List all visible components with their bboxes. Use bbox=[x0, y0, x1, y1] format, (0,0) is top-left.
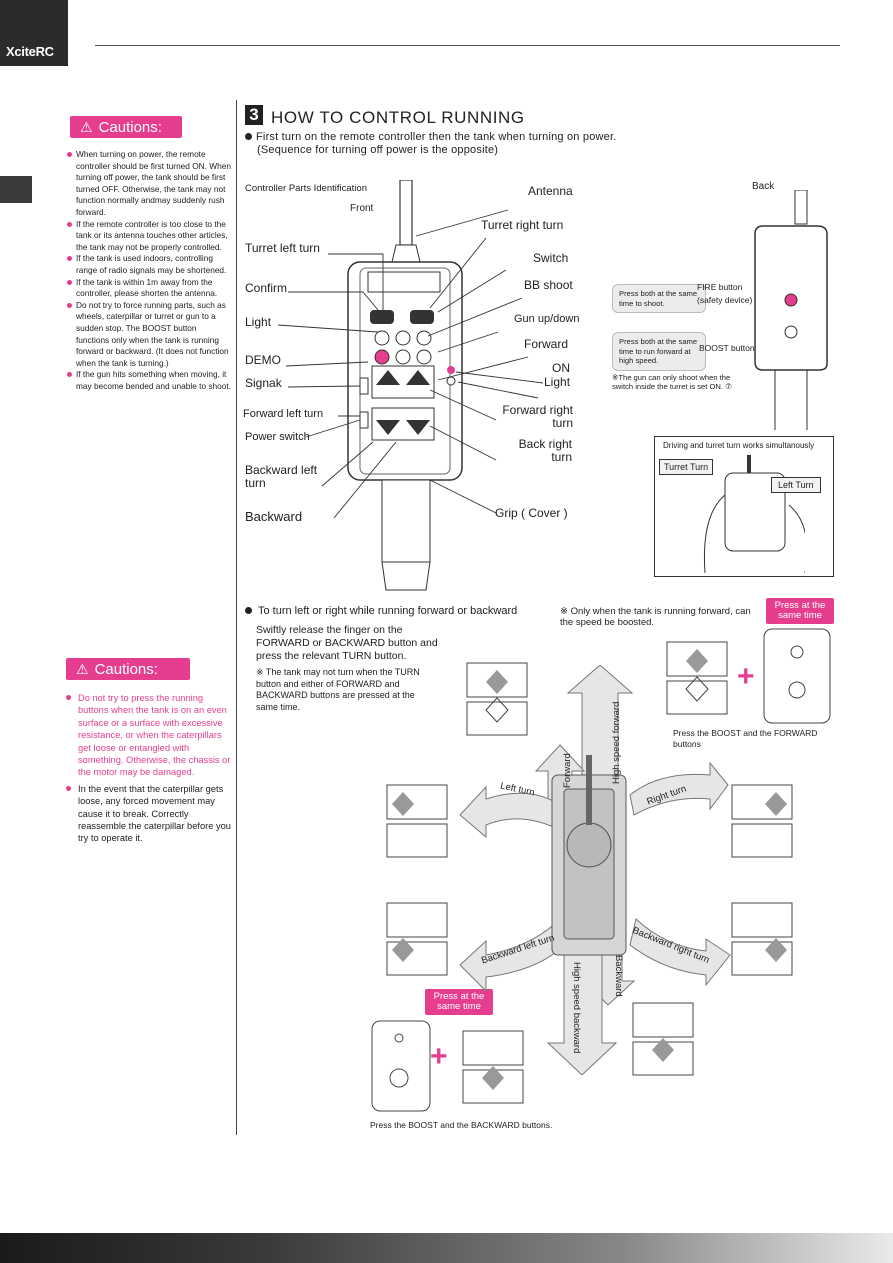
remote-back-bottom bbox=[371, 1020, 431, 1112]
side-tab bbox=[0, 176, 32, 203]
plus-icon: + bbox=[430, 1040, 448, 1073]
label-gun-updown: Gun up/down bbox=[514, 313, 580, 325]
caution-list-1: When turning on power, the remote contro… bbox=[67, 149, 232, 392]
caution-item: Do not try to press the running buttons … bbox=[66, 692, 234, 779]
logo-text: XciteRC bbox=[6, 44, 54, 59]
arrow-label-backward: Backward bbox=[613, 955, 624, 997]
press-same-time-bottom: Press at the same time bbox=[425, 989, 493, 1015]
front-label: Front bbox=[350, 203, 374, 214]
column-divider bbox=[236, 100, 237, 1135]
turning-heading: To turn left or right while running forw… bbox=[245, 605, 517, 617]
left-turn-tag: Left Turn bbox=[771, 477, 821, 493]
pad-boost-backward bbox=[462, 1030, 524, 1104]
label-demo: DEMO bbox=[245, 353, 281, 367]
caution-item: In the event that the caterpillar gets l… bbox=[66, 783, 234, 845]
boost-backward-caption: Press the BOOST and the BACKWARD buttons… bbox=[370, 1120, 553, 1130]
intro-text: First turn on the remote controller then… bbox=[245, 131, 616, 157]
pad-left-turn bbox=[386, 784, 448, 858]
fire-note: Press both at the same time to shoot. bbox=[612, 284, 706, 313]
pad-back-right-turn bbox=[731, 902, 793, 976]
turret-turn-tag: Turret Turn bbox=[659, 459, 714, 475]
footer-bar bbox=[0, 1233, 893, 1263]
plus-icon: + bbox=[737, 660, 755, 693]
label-turret-right: Turret right turn bbox=[481, 218, 564, 232]
arrow-label-forward: Forward bbox=[562, 753, 573, 788]
arrow-label-high-backward: High speed backward bbox=[571, 962, 582, 1054]
label-switch: Switch bbox=[533, 251, 569, 265]
bullet-icon bbox=[245, 607, 252, 614]
intro-line-2: (Sequence for turning off power is the o… bbox=[257, 144, 499, 156]
caution-item: When turning on power, the remote contro… bbox=[67, 149, 232, 219]
section-title: HOW TO CONTROL RUNNING bbox=[271, 108, 525, 127]
bullet-icon bbox=[245, 133, 252, 140]
pad-right-turn bbox=[731, 784, 793, 858]
label-grip: Grip ( Cover ) bbox=[495, 506, 568, 520]
remote-back-top bbox=[763, 628, 831, 724]
hands-illustration bbox=[703, 455, 805, 573]
intro-line-1: First turn on the remote controller then… bbox=[256, 131, 617, 143]
boost-note: Press both at the same time to run forwa… bbox=[612, 332, 706, 371]
boost-forward-note: ※ Only when the tank is running forward,… bbox=[560, 606, 751, 628]
warning-icon: ⚠ bbox=[80, 118, 93, 135]
caution-title-1: Cautions: bbox=[98, 118, 162, 136]
back-label: Back bbox=[752, 181, 775, 192]
label-forward-right: Forward right turn bbox=[502, 403, 573, 430]
boost-forward-caption: Press the BOOST and the FORWARD buttons bbox=[673, 728, 818, 749]
boost-label: BOOST button bbox=[699, 343, 755, 353]
brand-logo: XciteRC bbox=[0, 0, 68, 66]
label-power-switch: Power switch bbox=[245, 431, 310, 443]
label-back-right: Back right turn bbox=[518, 437, 572, 464]
caution-item: If the gun hits something when moving, i… bbox=[67, 369, 232, 392]
fire-label: FIRE button bbox=[697, 282, 743, 292]
pad-boost-forward bbox=[666, 641, 728, 715]
turning-note: ※ The tank may not turn when the TURN bu… bbox=[256, 667, 420, 712]
label-signak: Signak bbox=[245, 376, 282, 390]
label-backward: Backward bbox=[245, 509, 303, 524]
turning-heading-text: To turn left or right while running forw… bbox=[258, 605, 518, 617]
shoot-footnote: ※The gun can only shoot when the switch … bbox=[612, 373, 732, 391]
tank-direction-diagram bbox=[459, 665, 731, 1075]
label-forward-left: Forward left turn bbox=[243, 408, 324, 420]
label-backward-left: Backward left turn bbox=[245, 463, 318, 490]
pad-backward bbox=[632, 1002, 694, 1076]
turning-instruction: Swiftly release the finger on the FORWAR… bbox=[256, 624, 438, 662]
photo-box: Driving and turret turn works simultanou… bbox=[654, 436, 834, 577]
label-turret-left: Turret left turn bbox=[245, 241, 320, 255]
controller-front-diagram bbox=[277, 180, 544, 591]
pad-back-left-turn bbox=[386, 902, 448, 976]
arrow-label-high-forward: High speed forward bbox=[611, 701, 622, 784]
warning-icon: ⚠ bbox=[76, 660, 89, 677]
label-on: ON bbox=[552, 361, 570, 375]
pad-forward bbox=[466, 662, 528, 736]
fire-sub: (safety device) bbox=[697, 295, 753, 305]
press-same-time-top: Press at the same time bbox=[766, 598, 834, 624]
caution-title-2: Cautions: bbox=[94, 660, 158, 678]
label-bb-shoot: BB shoot bbox=[524, 278, 573, 292]
caution-item: If the remote controller is too close to… bbox=[67, 219, 232, 254]
caution-list-2: Do not try to press the running buttons … bbox=[66, 692, 234, 849]
section-number: 3 bbox=[245, 105, 263, 125]
caution-item: If the tank is within 1m away from the c… bbox=[67, 277, 232, 300]
label-confirm: Confirm bbox=[245, 281, 288, 295]
header-rule bbox=[95, 45, 840, 46]
label-forward: Forward bbox=[524, 337, 569, 351]
caution-item: Do not try to force running parts, such … bbox=[67, 300, 232, 370]
label-antenna: Antenna bbox=[528, 184, 573, 198]
caution-badge-2: ⚠ Cautions: bbox=[66, 658, 190, 680]
controller-back-diagram bbox=[754, 190, 828, 430]
photo-caption: Driving and turret turn works simultanou… bbox=[663, 441, 815, 450]
caution-item: If the tank is used indoors, controlling… bbox=[67, 253, 232, 276]
controller-heading: Controller Parts Identification bbox=[245, 183, 367, 194]
label-light: Light bbox=[245, 315, 272, 329]
caution-badge-1: ⚠ Cautions: bbox=[70, 116, 182, 138]
label-light-right: Light bbox=[544, 375, 571, 389]
